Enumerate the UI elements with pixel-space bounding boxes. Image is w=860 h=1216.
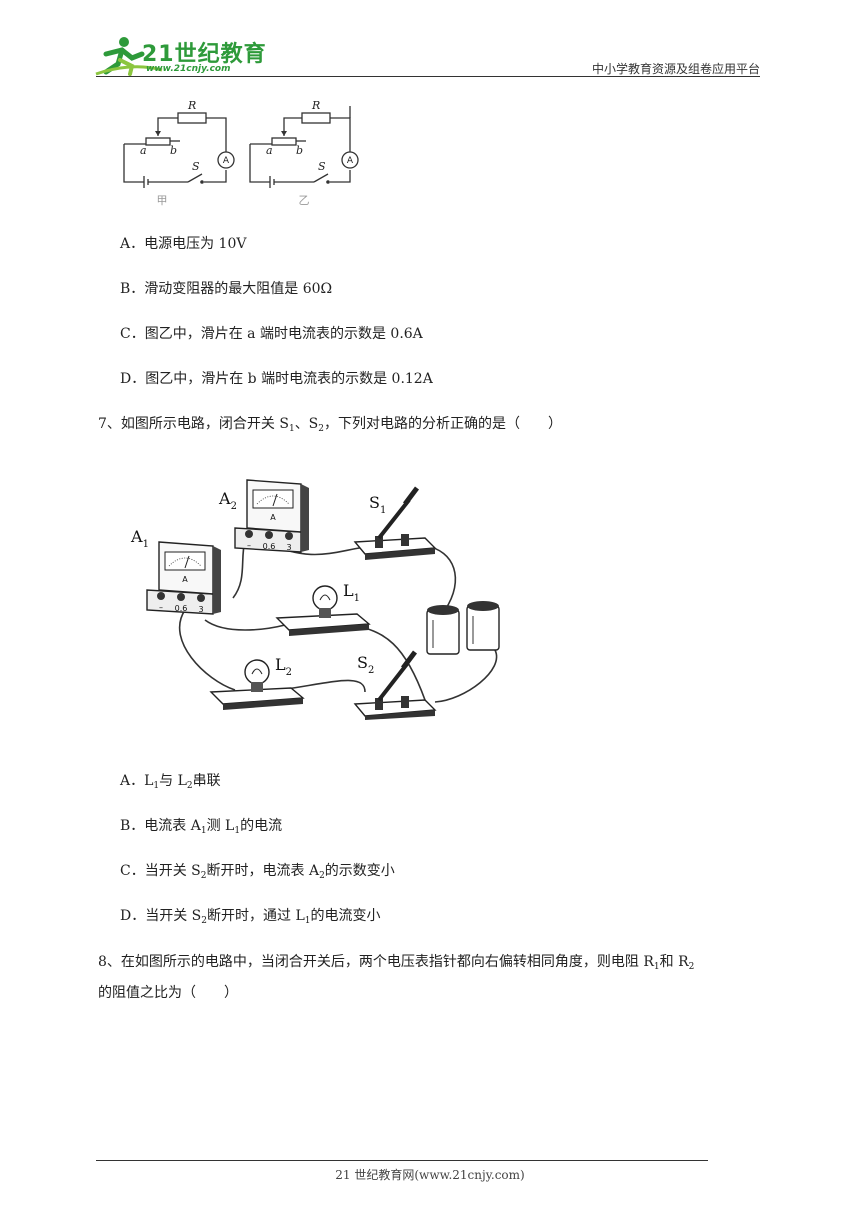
label-b-left: b <box>170 144 177 157</box>
physical-circuit-figure: A2 A1 S1 L1 L2 S2 A A – 0.6 3 – 0.6 3 <box>130 479 500 720</box>
a1-term-minus: – <box>159 603 163 612</box>
q6-option-a: A．电源电压为 10V <box>120 236 247 252</box>
label-R-right: R <box>311 99 320 112</box>
circuit-figure-jia-yi: R a b S R a b S A A 甲 乙 <box>123 99 359 207</box>
meter-a2-letter: A <box>270 513 276 522</box>
header-platform: 中小学教育资源及组卷应用平台 <box>591 62 760 76</box>
q7-stem: 7、如图所示电路，闭合开关 S1、S2，下列对电路的分析正确的是（ ） <box>98 416 563 434</box>
label-b-right: b <box>296 144 303 157</box>
q7-option-d: D．当开关 S2断开时，通过 L1的电流变小 <box>120 908 381 926</box>
footer-divider <box>96 1160 708 1161</box>
label-a1: A1 <box>130 527 149 550</box>
caption-jia: 甲 <box>157 194 168 207</box>
q6-option-c: C．图乙中，滑片在 a 端时电流表的示数是 0.6A <box>120 326 423 342</box>
header-divider <box>96 76 760 77</box>
label-S-left: S <box>192 160 200 173</box>
a2-term-06: 0.6 <box>263 542 276 551</box>
q8-stem-line1: 8、在如图所示的电路中，当闭合开关后，两个电压表指针都向右偏转相同角度，则电阻 … <box>98 954 695 972</box>
label-l2: L2 <box>275 655 292 678</box>
a2-term-3: 3 <box>286 543 291 552</box>
q6-option-b: B．滑动变阻器的最大阻值是 60Ω <box>120 281 333 297</box>
label-s2: S2 <box>357 653 374 676</box>
q7-option-c: C．当开关 S2断开时，电流表 A2的示数变小 <box>120 863 395 881</box>
footer-text: 21 世纪教育网(www.21cnjy.com) <box>335 1168 525 1182</box>
meter-A-right: A <box>347 156 354 166</box>
label-s1: S1 <box>369 493 386 516</box>
a1-term-3: 3 <box>198 605 203 614</box>
switch-s2 <box>353 650 437 720</box>
a2-term-minus: – <box>247 541 251 550</box>
label-a-left: a <box>140 144 147 157</box>
q6-option-d: D．图乙中，滑片在 b 端时电流表的示数是 0.12A <box>120 371 433 387</box>
q8-stem-line2: 的阻值之比为（ ） <box>98 985 238 1001</box>
ammeter-a1 <box>146 541 221 615</box>
logo-text: 21世纪教育 <box>142 42 267 67</box>
label-a2: A2 <box>218 489 237 512</box>
meter-A-left: A <box>223 156 230 166</box>
label-R-left: R <box>187 99 196 112</box>
battery-pack <box>426 601 500 655</box>
label-a-right: a <box>266 144 273 157</box>
q7-option-a: A．L1与 L2串联 <box>120 773 221 791</box>
meter-a1-letter: A <box>182 575 188 584</box>
logo-url: www.21cnjy.com <box>146 64 231 74</box>
label-S-right: S <box>318 160 326 173</box>
q7-option-b: B．电流表 A1测 L1的电流 <box>120 818 283 836</box>
bulb-l1 <box>275 585 371 636</box>
switch-s1 <box>353 486 437 560</box>
logo-runner-icon <box>95 37 163 76</box>
label-l1: L1 <box>343 581 360 604</box>
ammeter-a2 <box>234 479 309 553</box>
a1-term-06: 0.6 <box>175 604 188 613</box>
bulb-l2 <box>209 659 305 710</box>
caption-yi: 乙 <box>299 194 310 207</box>
